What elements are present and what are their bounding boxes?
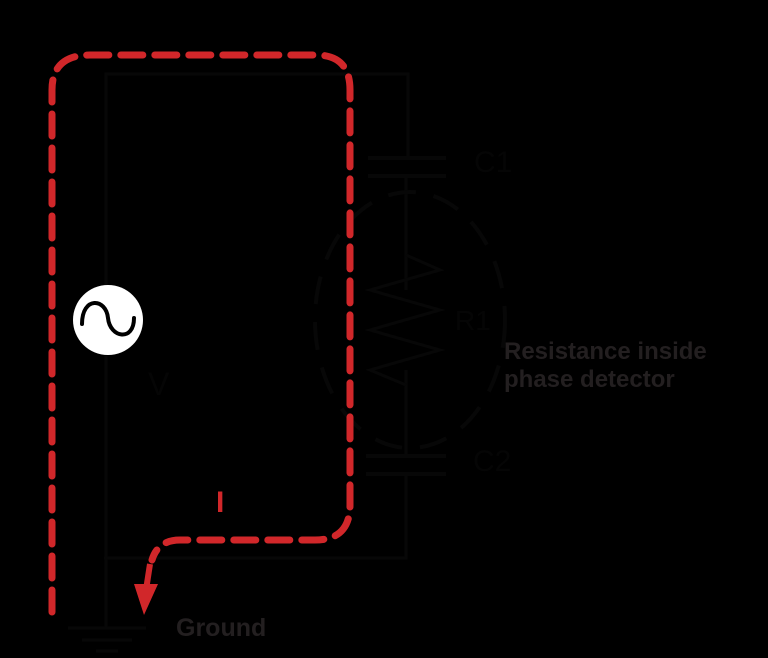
resistance-note-line1: Resistance inside [504, 338, 707, 365]
label-c1: C1 [474, 146, 513, 179]
label-r1: R1 [455, 305, 491, 336]
ground-icon [68, 626, 146, 653]
resistance-note: Resistance inside phase detector [504, 338, 707, 394]
resistor-r1-icon [364, 253, 446, 387]
circuit-wires [104, 72, 410, 628]
capacitor-c1-icon [368, 156, 446, 178]
capacitor-c2-icon [366, 454, 446, 476]
ac-source-icon [73, 285, 143, 355]
resistance-note-line2: phase detector [504, 366, 675, 393]
label-current: I [216, 486, 225, 519]
label-ground: Ground [176, 614, 267, 642]
current-path [48, 51, 354, 616]
label-c2: C2 [473, 445, 512, 478]
phase-detector-outline [313, 190, 507, 450]
current-arrow-icon [134, 584, 158, 615]
label-v: V [148, 366, 170, 402]
